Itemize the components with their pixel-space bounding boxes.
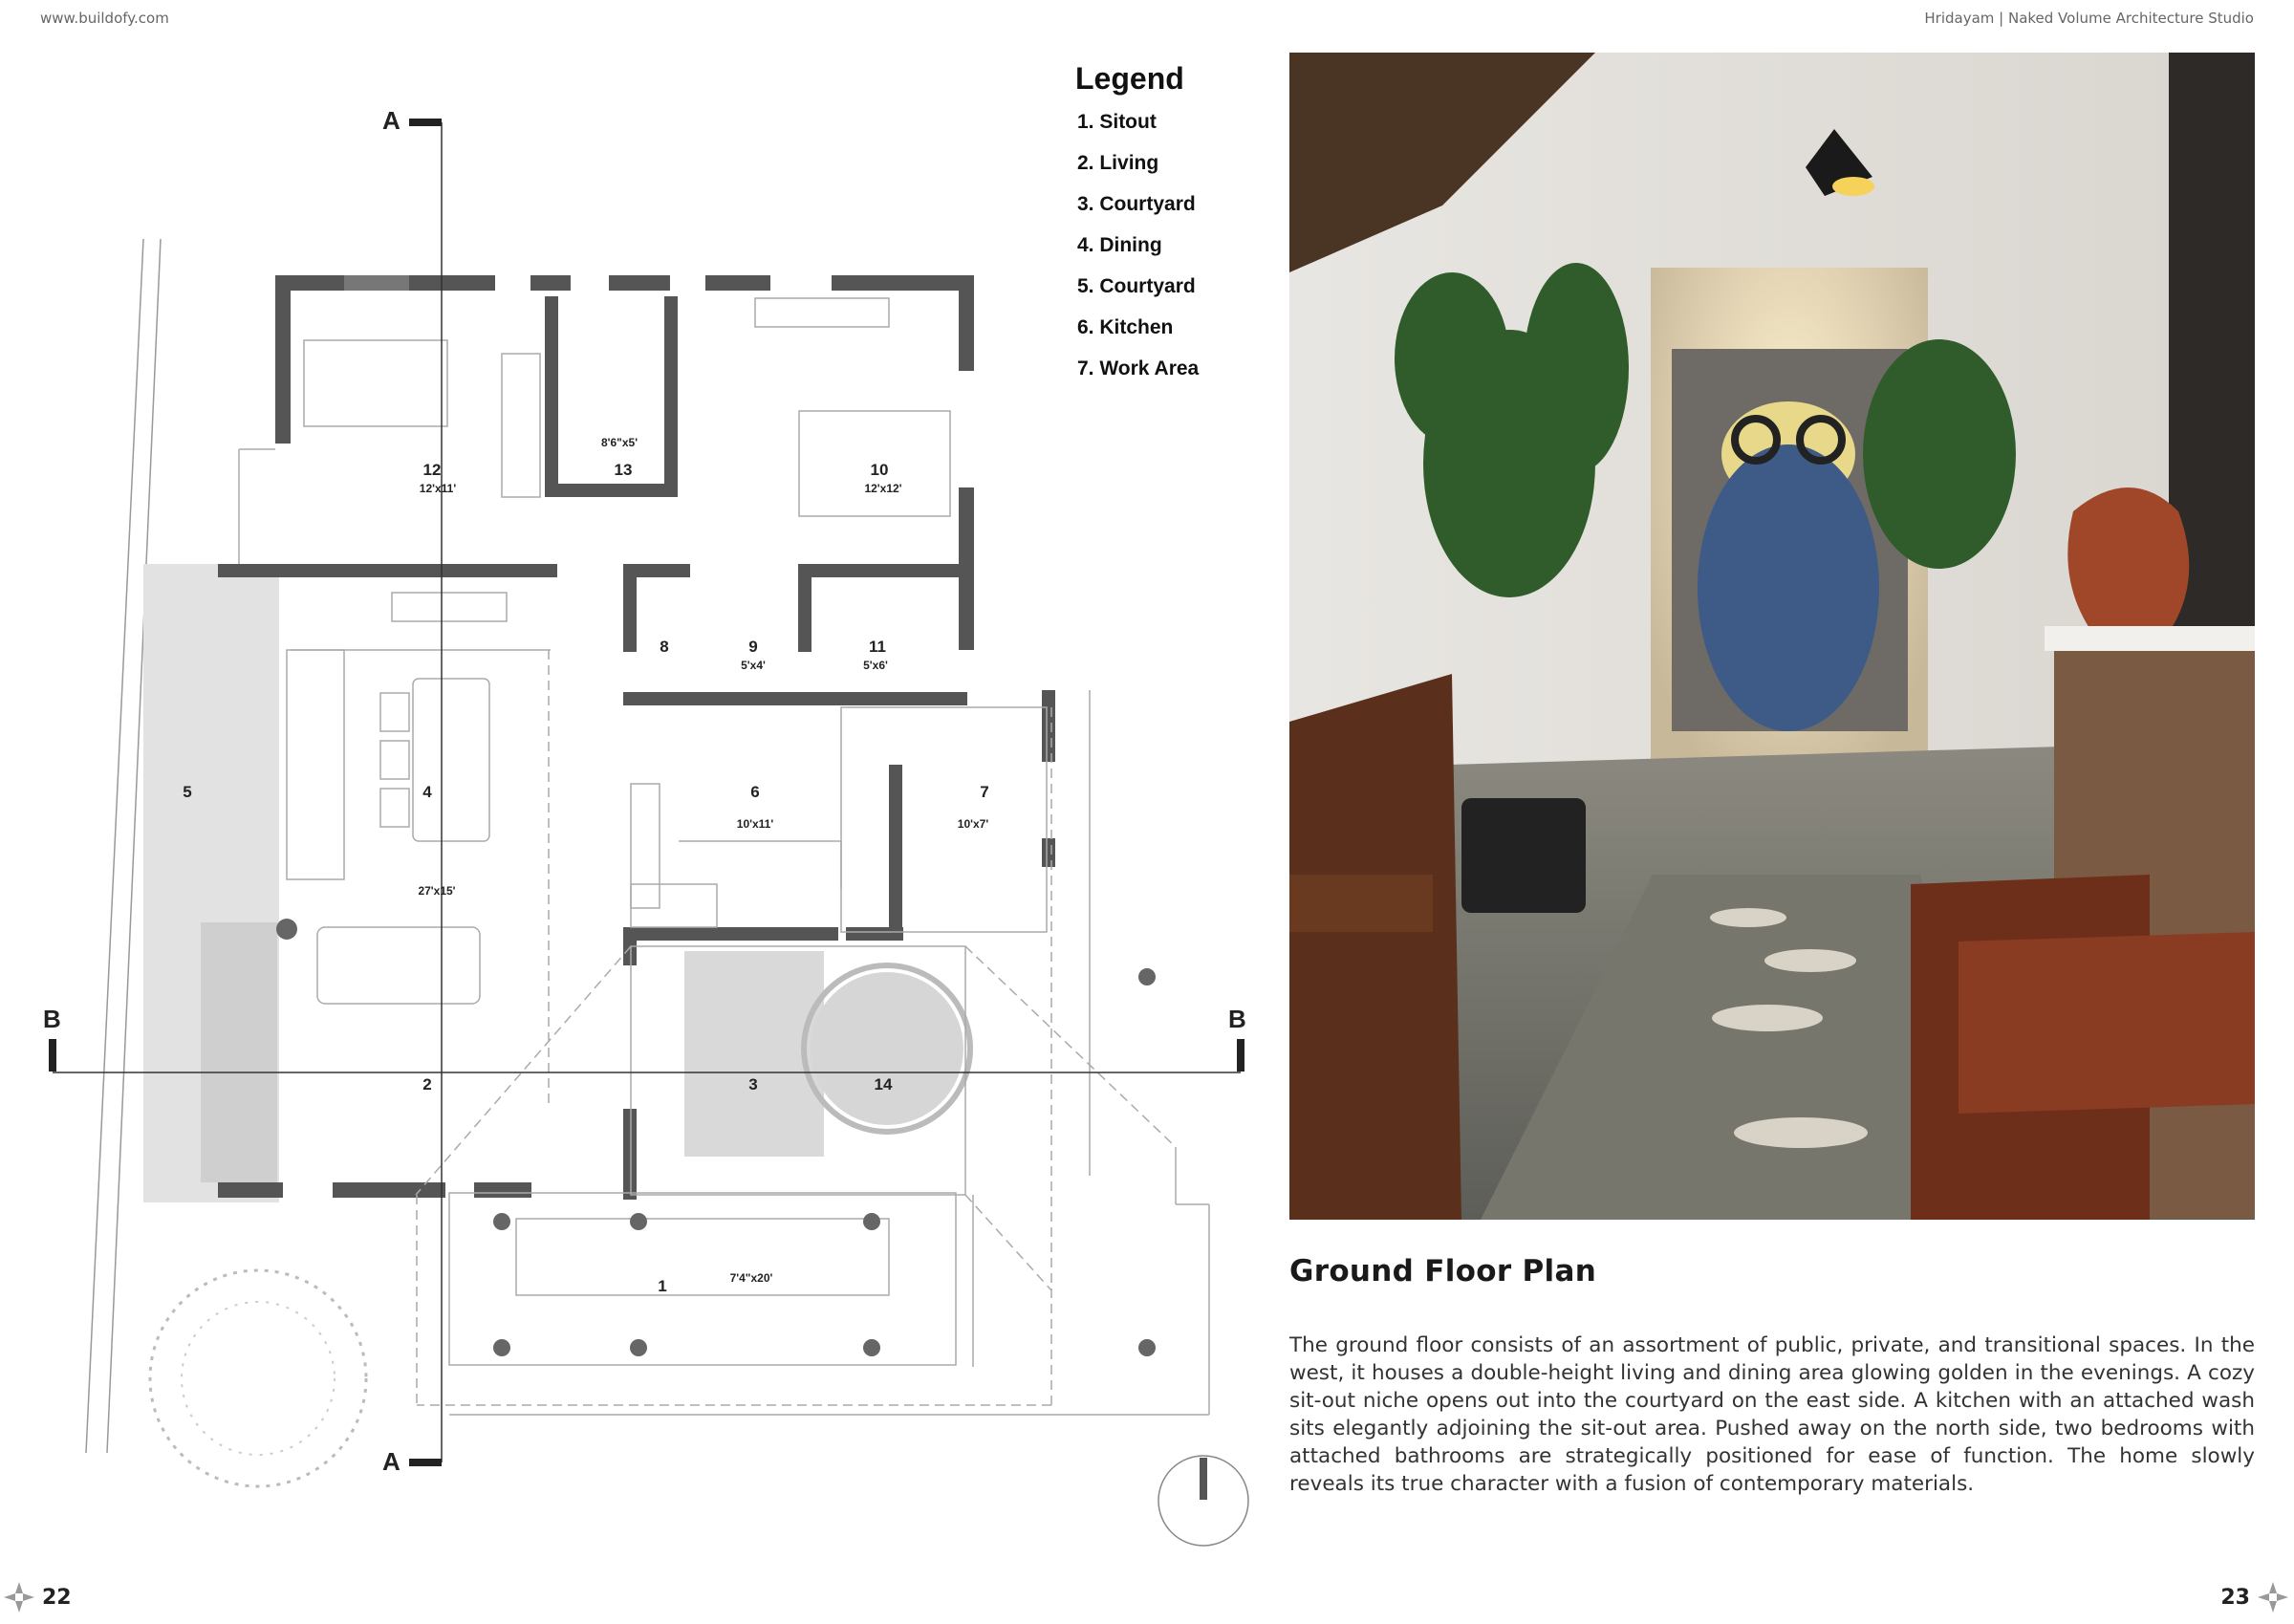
room-12-num: 12 xyxy=(423,461,442,479)
legend-item-courtyard: 3. Courtyard xyxy=(1077,193,1196,215)
legend-item-living: 2. Living xyxy=(1077,152,1159,174)
room-6-num: 6 xyxy=(750,783,759,801)
room-4-num: 4 xyxy=(422,783,432,801)
room-3-num: 3 xyxy=(748,1075,757,1093)
section-b-right: B xyxy=(1228,1005,1246,1033)
room-12-dim: 12'x11' xyxy=(420,482,457,495)
room-6-dim: 10'x11' xyxy=(737,817,774,831)
room-10-dim: 12'x12' xyxy=(864,482,901,495)
legend-item-work-area: 7. Work Area xyxy=(1077,357,1200,379)
section-a-top: A xyxy=(382,106,400,135)
room-10-num: 10 xyxy=(871,461,889,479)
ground-floor-plan: A A B B 12 12'x11' 8'6"x5' 13 10 12'x12'… xyxy=(43,106,1249,1547)
room-13-dim: 8'6"x5' xyxy=(601,436,638,449)
room-14-num: 14 xyxy=(875,1075,893,1093)
page-number-left-text: 22 xyxy=(42,1585,72,1610)
room-11-num: 11 xyxy=(869,638,886,656)
legend-item-courtyard-2: 5. Courtyard xyxy=(1077,275,1196,297)
room-1-num: 1 xyxy=(658,1277,666,1295)
room-8-num: 8 xyxy=(660,638,668,656)
buildofy-logo-icon xyxy=(2258,1582,2288,1613)
room-9-num: 9 xyxy=(748,638,757,656)
room-2-num: 2 xyxy=(422,1075,431,1093)
buildofy-logo-icon xyxy=(4,1582,34,1613)
legend-item-kitchen: 6. Kitchen xyxy=(1077,316,1174,338)
room-5-num: 5 xyxy=(183,783,191,801)
room-7-num: 7 xyxy=(980,783,988,801)
plan-legend: Legend 1. Sitout 2. Living 3. Courtyard … xyxy=(1075,61,1199,398)
section-a-bottom: A xyxy=(382,1447,400,1476)
room-2-dim: 27'x15' xyxy=(418,884,455,898)
website-url[interactable]: www.buildofy.com xyxy=(40,10,169,27)
legend-item-sitout: 1. Sitout xyxy=(1077,111,1157,133)
page-number-left: 22 xyxy=(2,1580,72,1614)
section-b-left: B xyxy=(43,1005,61,1033)
project-header: Hridayam | Naked Volume Architecture Stu… xyxy=(1924,10,2254,27)
legend-title: Legend xyxy=(1075,61,1184,96)
room-11-dim: 5'x6' xyxy=(863,659,888,672)
page-number-right-text: 23 xyxy=(2220,1585,2250,1610)
legend-item-dining: 4. Dining xyxy=(1077,234,1162,256)
interior-photo xyxy=(1289,53,2255,1220)
room-9-dim: 5'x4' xyxy=(741,659,766,672)
room-7-dim: 10'x7' xyxy=(958,817,989,831)
section-title: Ground Floor Plan xyxy=(1289,1254,1597,1288)
section-body: The ground floor consists of an assortme… xyxy=(1289,1333,2255,1496)
room-1-dim: 7'4"x20' xyxy=(730,1271,773,1285)
page-number-right: 23 xyxy=(2220,1580,2290,1614)
room-13-num: 13 xyxy=(615,461,633,479)
